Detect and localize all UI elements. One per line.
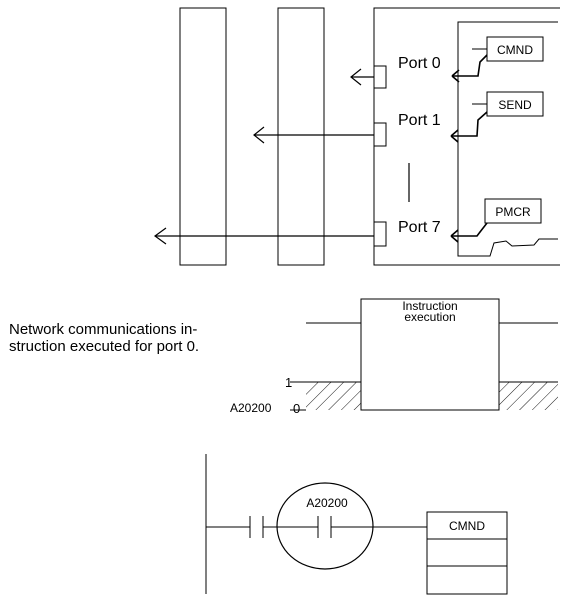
instruction-execution-box: Instruction execution: [360, 298, 500, 411]
input-condition-contact: [206, 516, 318, 538]
unit-left: [179, 7, 227, 266]
send-instruction-box: SEND: [472, 91, 544, 117]
port-0-connector: [374, 65, 387, 89]
port-7-connector: [374, 221, 387, 247]
flag-waveform: [290, 381, 558, 411]
flag-level-high: 1: [285, 375, 292, 390]
port-7-label: Port 7: [398, 219, 441, 236]
timing-caption-line2: struction executed for port 0.: [9, 338, 199, 355]
pmcr-label: PMCR: [495, 205, 531, 219]
program-area: [457, 21, 558, 257]
port-1-label: Port 1: [398, 112, 441, 129]
send-label: SEND: [498, 98, 532, 112]
timing-caption-line1: Network communications in-: [9, 321, 197, 338]
port-7-arrow: [153, 227, 374, 245]
highlight-circle: [276, 482, 374, 570]
port-1-connector: [374, 122, 387, 147]
cmnd-instruction-box: CMND: [472, 36, 544, 62]
contact-label: A20200: [306, 496, 348, 510]
cmnd-output-block: CMND: [426, 511, 508, 595]
unit-middle: [277, 7, 325, 266]
execution-label-line1: Instruction: [402, 299, 457, 313]
send-leader: [450, 111, 488, 143]
cpu-unit: [373, 7, 560, 266]
flag-level-low: 0: [293, 401, 300, 416]
flag-label: A20200: [230, 401, 272, 415]
pmcr-leader: [450, 222, 488, 243]
pmcr-instruction-box: PMCR: [484, 198, 542, 224]
port-0-arrow: [350, 68, 374, 86]
output-label: CMND: [449, 519, 485, 533]
port-1-arrow: [253, 126, 374, 144]
port-0-label: Port 0: [398, 55, 441, 72]
execution-label-line2: execution: [404, 310, 455, 324]
cmnd-label: CMND: [497, 43, 533, 57]
a20200-contact: A20200: [276, 482, 427, 570]
cmnd-leader: [451, 54, 488, 83]
